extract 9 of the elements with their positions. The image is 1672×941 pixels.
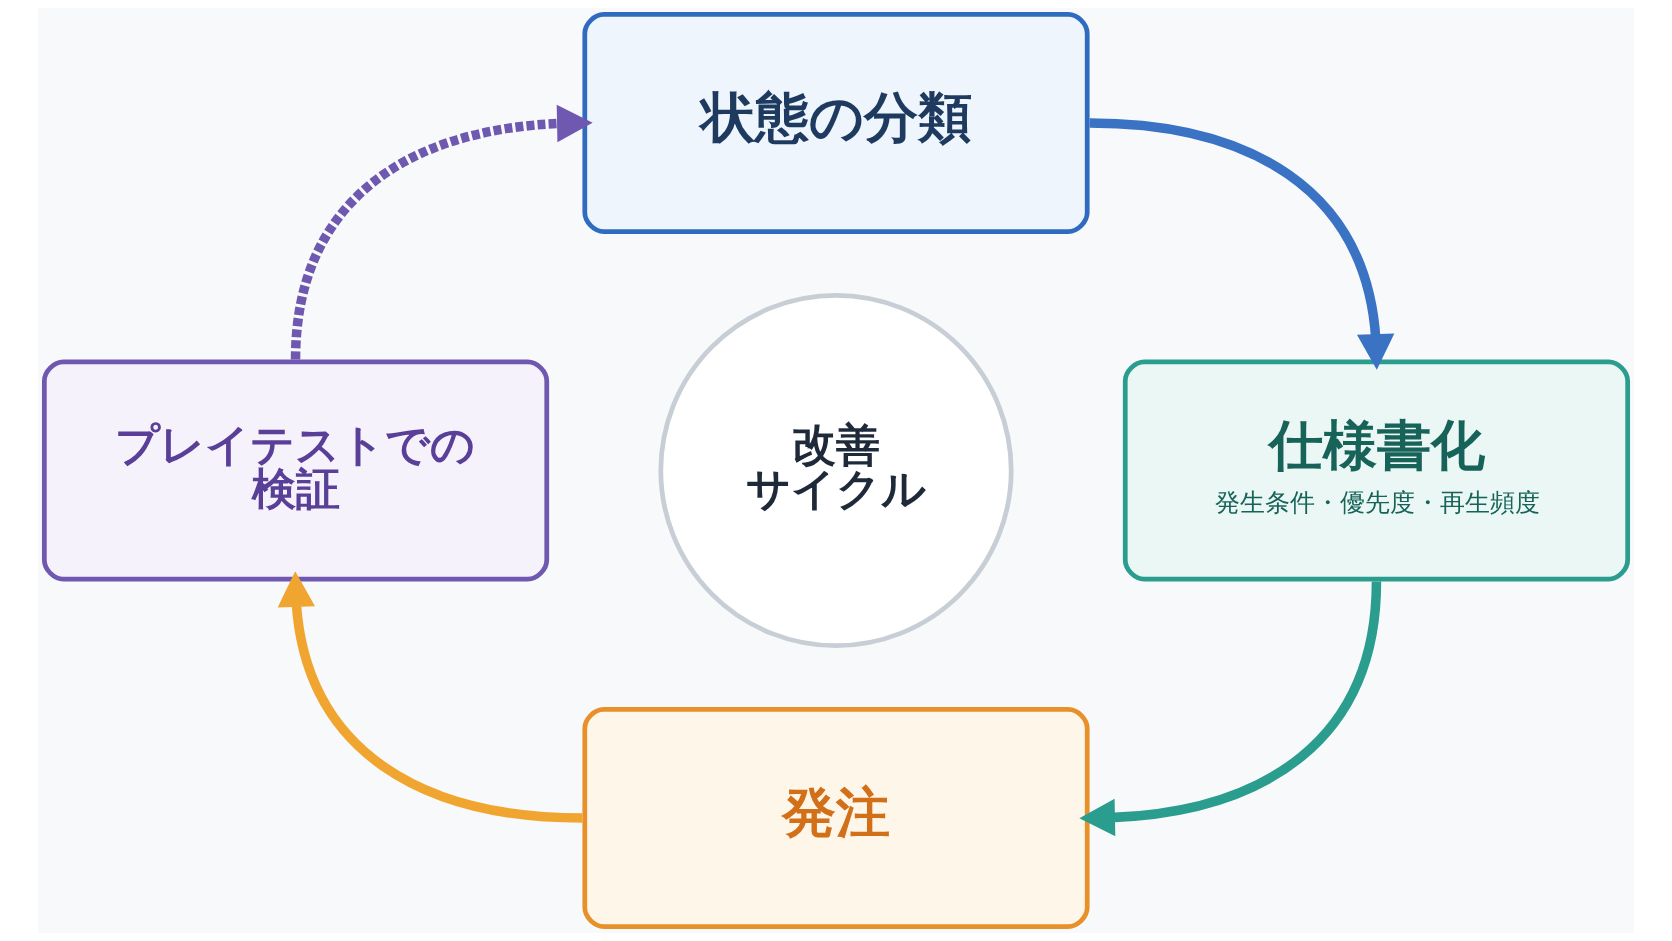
node-box: プレイテストでの検証 — [41, 359, 550, 582]
node-circle: 改善サイクル — [658, 292, 1014, 649]
arrow — [290, 104, 593, 360]
arrow — [1089, 118, 1395, 370]
arrow — [1079, 581, 1382, 837]
node-box: 仕様書化 発生条件・優先度・再生頻度 — [1122, 359, 1631, 582]
node-box: 発注 — [582, 707, 1090, 929]
arrow — [277, 571, 583, 823]
node-box: 状態の分類 — [582, 12, 1090, 234]
